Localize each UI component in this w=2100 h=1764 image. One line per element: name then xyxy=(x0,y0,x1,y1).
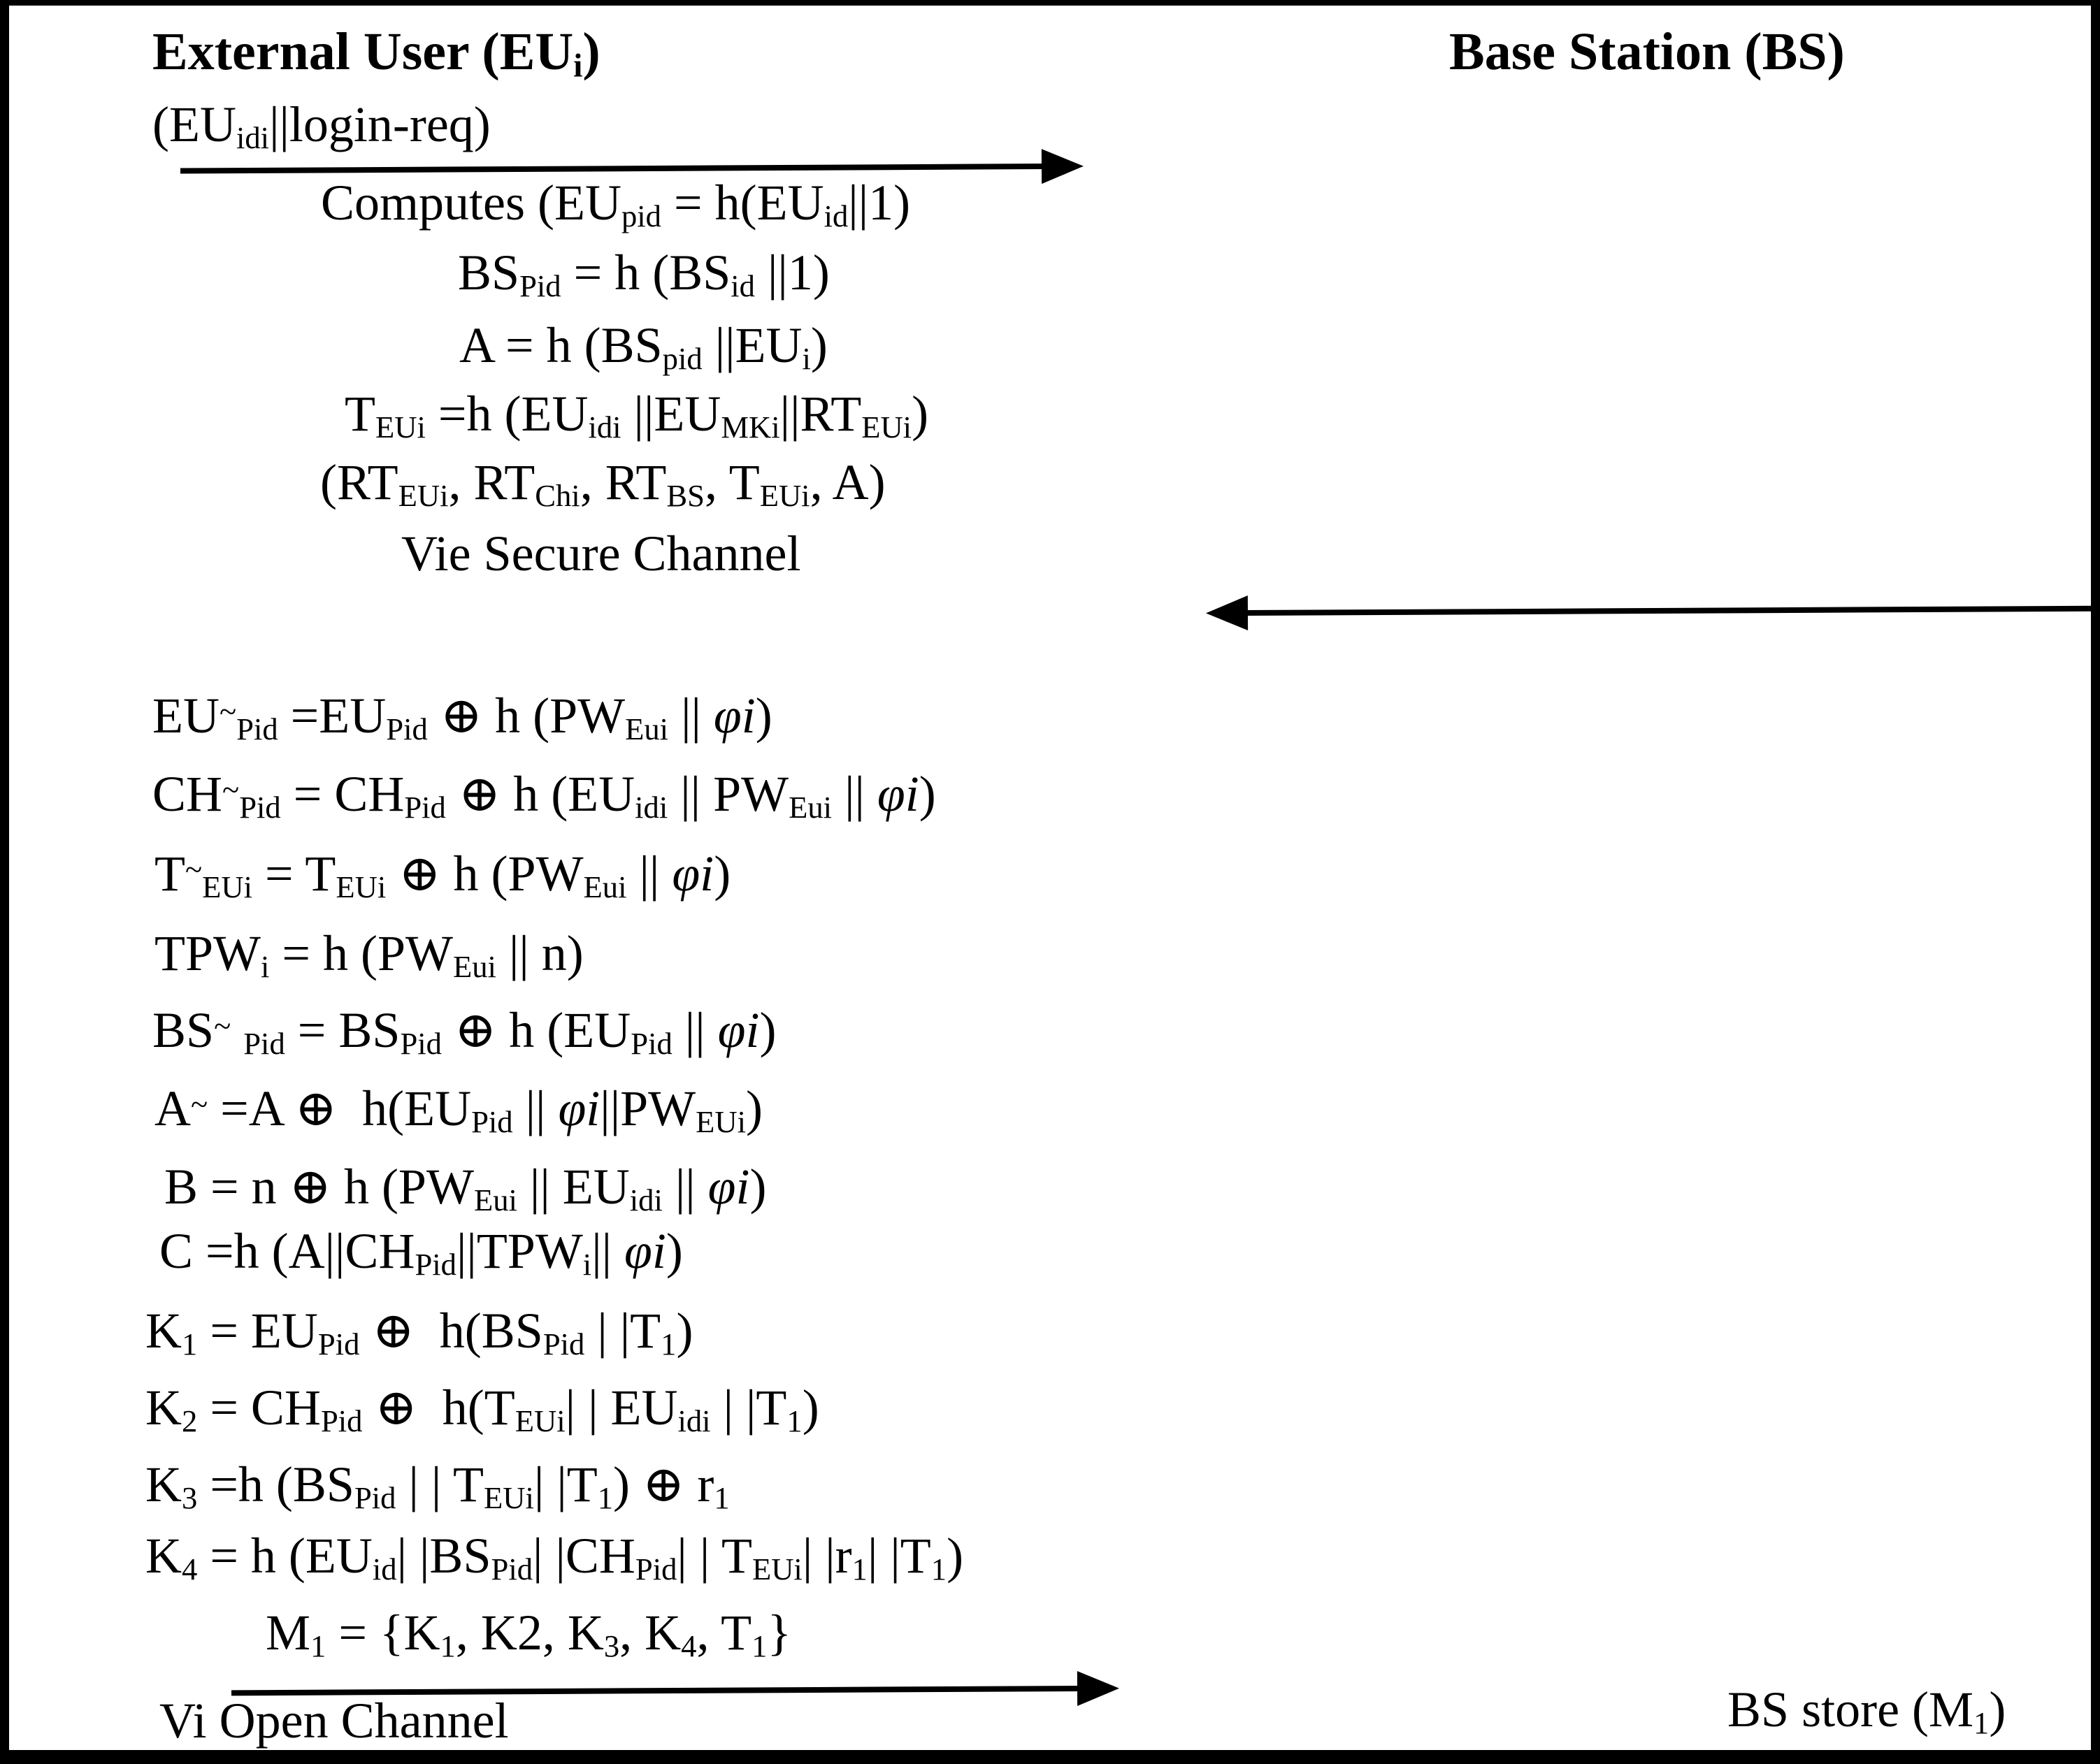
message-arrow-secure-channel-reply xyxy=(1205,591,2091,631)
secure-channel-label: Vie Secure Channel xyxy=(401,526,801,581)
formula-line: TEUi =h (EUidi ||EUMKi||RTEUi) xyxy=(345,386,929,444)
arrow-shaft xyxy=(180,164,1044,174)
message-m1-label: M1 = {K1, K2, K3, K4, T1} xyxy=(266,1605,792,1663)
formula-line: K4 = h (EUid| |BSPid| |CHPid| | TEUi| |r… xyxy=(145,1528,964,1586)
formula-line: EU~Pid =EUPid ⊕ h (PWEui || φi) xyxy=(152,688,772,746)
formula-line: K3 =h (BSPid | | TEUi| |T1) ⊕ r1 xyxy=(145,1456,730,1515)
arrowhead-right-icon xyxy=(1077,1670,1120,1707)
arrowhead-left-icon xyxy=(1205,595,1249,631)
formula-line: T~EUi = TEUi ⊕ h (PWEui || φi) xyxy=(154,846,731,904)
formula-line: B = n ⊕ h (PWEui || EUidi || φi) xyxy=(164,1159,767,1217)
bs-store-note: BS store (M1) xyxy=(1727,1682,2006,1740)
formula-line: (RTEUi, RTChi, RTBS, TEUi, A) xyxy=(320,454,886,513)
actor-header-external-user: External User (EUi) xyxy=(152,22,600,85)
arrowhead-right-icon xyxy=(1041,148,1084,185)
formula-line: CH~Pid = CHPid ⊕ h (EUidi || PWEui || φi… xyxy=(152,766,936,825)
formula-line: BS~ Pid = BSPid ⊕ h (EUPid || φi) xyxy=(152,1002,777,1061)
formula-line: K2 = CHPid ⊕ h(TEUi| | EUidi | |T1) xyxy=(145,1380,819,1438)
formula-line: Computes (EUpid = h(EUid||1) xyxy=(321,175,911,233)
formula-line: BSPid = h (BSid ||1) xyxy=(458,245,830,303)
open-channel-label: Vi Open Channel xyxy=(159,1693,509,1749)
formula-line: TPWi = h (PWEui || n) xyxy=(154,925,584,984)
formula-line: A~ =A ⊕ h(EUPid || φi||PWEUi) xyxy=(154,1080,763,1139)
arrow-shaft xyxy=(1244,605,2091,616)
formula-line: A = h (BSpid ||EUi) xyxy=(459,317,828,376)
actor-header-base-station: Base Station (BS) xyxy=(1449,22,1845,81)
formula-line: K1 = EUPid ⊕ h(BSPid | |T1) xyxy=(145,1303,693,1361)
formula-line: C =h (A||CHPid||TPWi|| φi) xyxy=(159,1223,683,1282)
login-request-label: (EUidi||login-req) xyxy=(152,96,491,155)
